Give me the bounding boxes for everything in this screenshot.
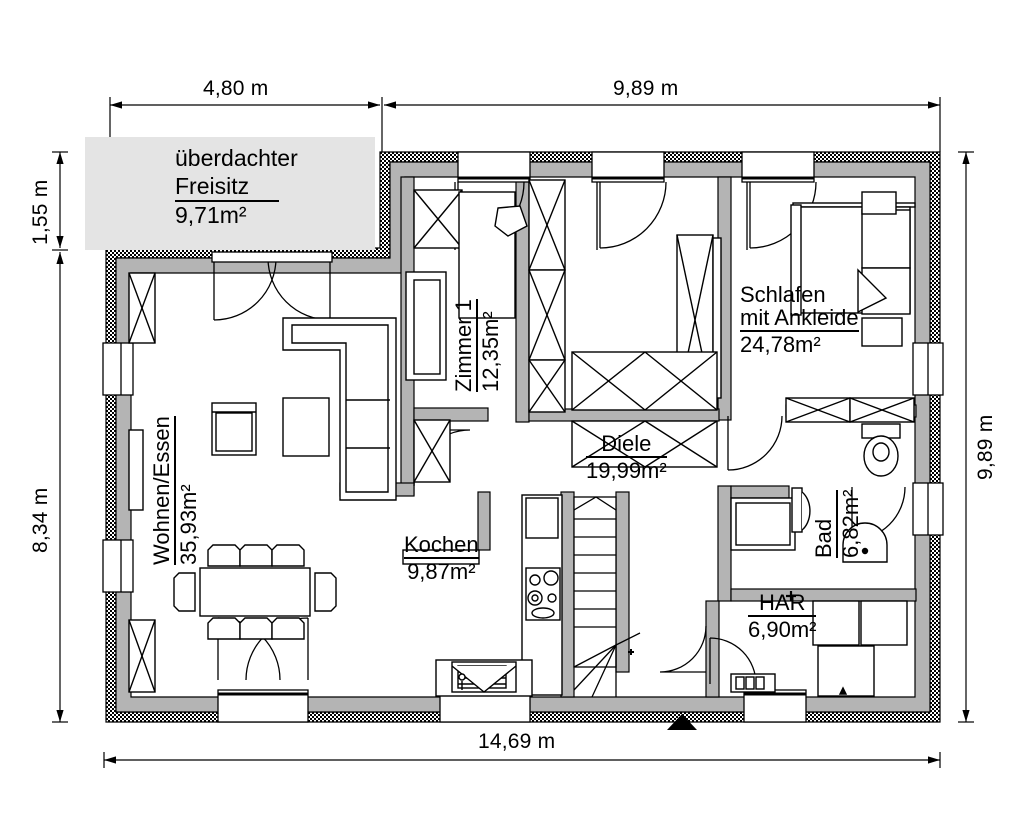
zimmer1-furniture [405,189,528,381]
staircase [573,496,641,698]
diele-wardrobes [413,179,915,483]
covered-terrace-label: überdachter Freisitz 9,71m² [175,145,298,230]
room-name-kochen: Kochen [404,533,479,560]
room-area-schlafen: 24,78m² [740,332,821,358]
kitchen-fixtures [402,494,563,697]
dim-top-left: 4,80 m [203,77,269,100]
dim-bottom: 14,69 m [478,730,556,753]
room-name-diele: Diele [586,432,667,459]
bedroom-furniture [790,191,916,347]
room-label-diele: Diele 19,99m² [586,432,667,482]
room-name-har: HAR [748,591,817,618]
entrance-arrow [667,714,697,730]
living-room-furniture [128,272,397,693]
legend-name-line1: überdachter [175,145,298,171]
har-fixtures [730,591,908,697]
dim-left-upper: 1,55 m [29,179,52,245]
room-label-har: HAR 6,90m² [748,591,817,643]
dim-top-right: 9,89 m [613,77,679,100]
legend-area: 9,71m² [175,202,247,229]
room-name2-schlafen: mit Ankleide [740,306,859,333]
dim-right: 9,89 m [974,414,997,480]
dim-left-lower: 8,34 m [29,487,52,553]
room-name-schlafen: Schlafen [740,282,826,307]
room-area-har: 6,90m² [748,617,817,643]
room-label-wohnen: Wohnen/Essen 35,93m² [149,416,202,565]
room-label-zimmer1: Zimmer 1 12,35m² [451,299,504,392]
room-area-kochen: 9,87m² [407,559,476,585]
room-area-zimmer1: 12,35m² [478,311,504,392]
room-name-wohnen: Wohnen/Essen [149,416,177,565]
covered-terrace-panel [85,137,375,250]
room-area-wohnen: 35,93m² [176,484,202,565]
room-area-diele: 19,99m² [586,458,667,484]
room-area-bad: 6,82m² [838,489,864,558]
room-label-bad: Bad 6,82m² [811,489,864,558]
room-label-schlafen: Schlafen mit Ankleide 24,78m² [740,283,859,356]
bathroom-fixtures [730,423,901,563]
legend-name-line2: Freisitz [175,173,279,203]
room-label-kochen: Kochen 9,87m² [404,533,479,583]
room-name-bad: Bad [811,489,839,558]
room-name-zimmer1: Zimmer 1 [451,299,479,392]
dimension-lines [52,97,974,768]
